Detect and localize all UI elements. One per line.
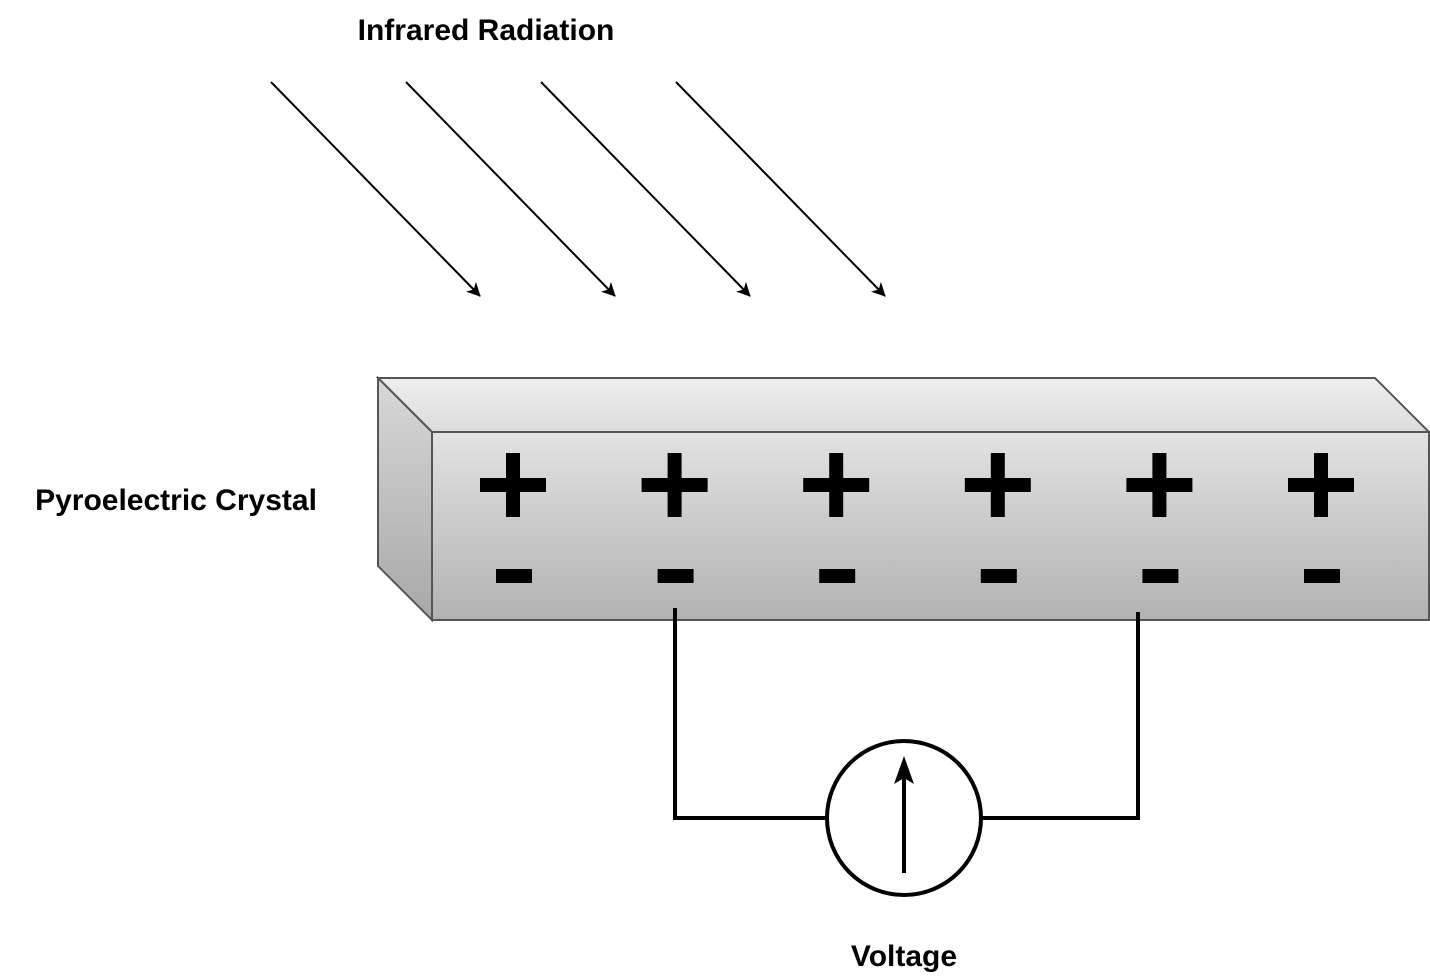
infrared-radiation-arrows (270, 81, 886, 297)
negative-charge-icon (1142, 569, 1179, 583)
negative-charge-icon (496, 569, 532, 583)
crystal-front-face (431, 431, 1430, 621)
positive-charge-icon (1288, 453, 1354, 517)
negative-charge-icon (980, 569, 1017, 583)
positive-charge-icon (964, 453, 1031, 517)
positive-charge-icon (641, 453, 708, 517)
radiation-arrow-icon (270, 81, 481, 297)
radiation-arrow-icon (675, 81, 886, 297)
crystal-top-face (375, 377, 1430, 433)
crystal-charges (480, 453, 1354, 583)
negative-charge-icon (819, 569, 856, 583)
infrared-radiation-label: Infrared Radiation (358, 14, 615, 47)
negative-charge-icon (657, 569, 694, 583)
positive-charge-icon (1126, 453, 1193, 517)
circuit-wire-right (981, 612, 1140, 820)
positive-charge-icon (480, 453, 546, 517)
positive-charge-icon (803, 453, 870, 517)
pyroelectric-crystal (375, 375, 1430, 623)
circuit-wire-left (673, 608, 827, 820)
pyroelectric-crystal-label: Pyroelectric Crystal (35, 484, 317, 517)
negative-charge-icon (1304, 569, 1340, 583)
radiation-arrow-icon (405, 81, 616, 297)
voltmeter-icon (825, 739, 983, 897)
voltage-label: Voltage (851, 940, 957, 973)
radiation-arrow-icon (540, 81, 751, 297)
